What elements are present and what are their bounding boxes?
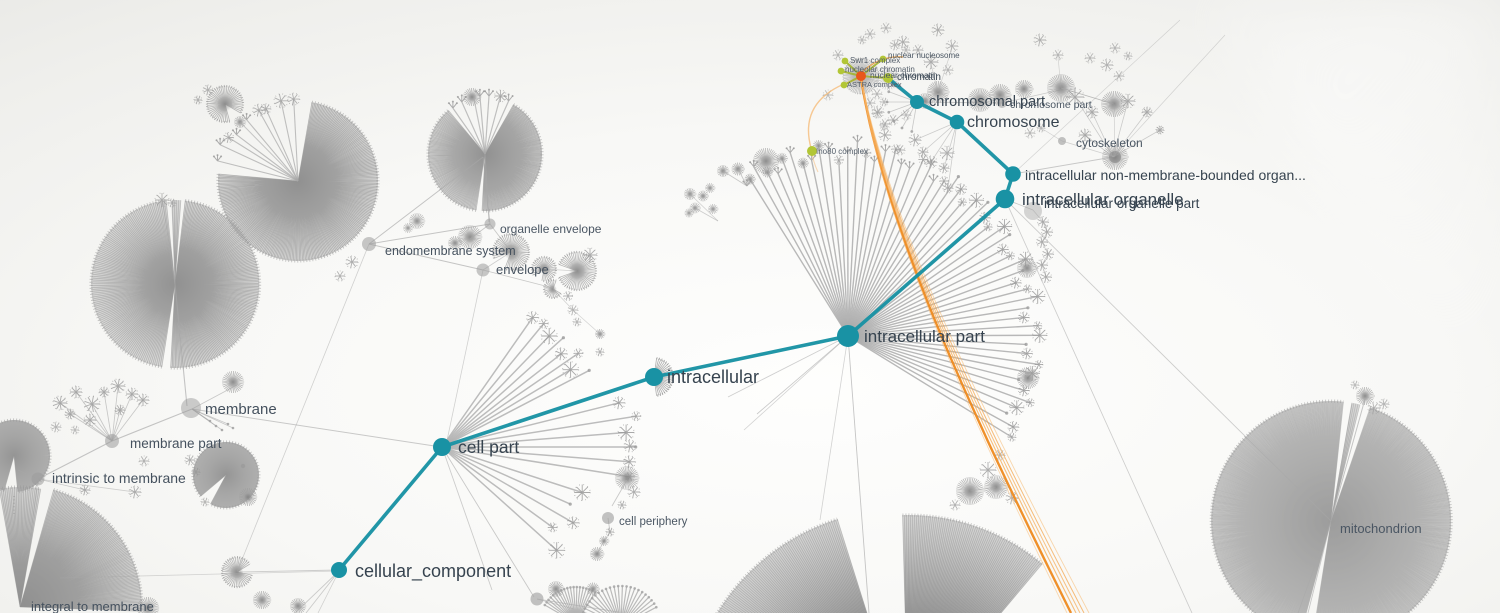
svg-text:membrane: membrane bbox=[205, 401, 277, 418]
svg-text:intracellular: intracellular bbox=[667, 367, 759, 387]
svg-text:Ino80 complex: Ino80 complex bbox=[816, 147, 868, 156]
svg-text:organelle envelope: organelle envelope bbox=[500, 222, 602, 236]
svg-text:nucleolar chromatin: nucleolar chromatin bbox=[845, 65, 915, 74]
svg-text:endomembrane system: endomembrane system bbox=[385, 244, 516, 258]
svg-text:intracellular part: intracellular part bbox=[864, 327, 985, 346]
svg-text:membrane part: membrane part bbox=[130, 436, 222, 451]
svg-text:mitochondrion: mitochondrion bbox=[1340, 521, 1422, 536]
svg-text:intrinsic to membrane: intrinsic to membrane bbox=[52, 470, 186, 486]
svg-text:chromosome: chromosome bbox=[967, 114, 1060, 131]
svg-text:cytoskeleton: cytoskeleton bbox=[1076, 136, 1143, 150]
svg-text:chromosome part: chromosome part bbox=[1010, 99, 1092, 111]
svg-text:nuclear nucleosome: nuclear nucleosome bbox=[888, 51, 960, 60]
svg-text:cell part: cell part bbox=[458, 437, 519, 457]
svg-text:Swr1 complex: Swr1 complex bbox=[850, 56, 900, 65]
svg-text:intracellular organelle: intracellular organelle bbox=[1022, 190, 1184, 209]
svg-text:ASTRA complex: ASTRA complex bbox=[847, 80, 902, 89]
svg-text:cellular_component: cellular_component bbox=[355, 561, 511, 582]
svg-text:chromosomal part: chromosomal part bbox=[929, 94, 1045, 110]
svg-text:envelope: envelope bbox=[496, 262, 549, 277]
svg-text:cell periphery: cell periphery bbox=[619, 516, 688, 528]
svg-text:chromatin: chromatin bbox=[897, 72, 941, 83]
svg-text:intracellular non-membrane-bou: intracellular non-membrane-bounded organ… bbox=[1025, 167, 1306, 183]
svg-text:nuclear chromatin: nuclear chromatin bbox=[870, 70, 938, 80]
svg-text:intracellular organelle part: intracellular organelle part bbox=[1044, 196, 1200, 211]
svg-text:integral to membrane: integral to membrane bbox=[31, 599, 154, 613]
